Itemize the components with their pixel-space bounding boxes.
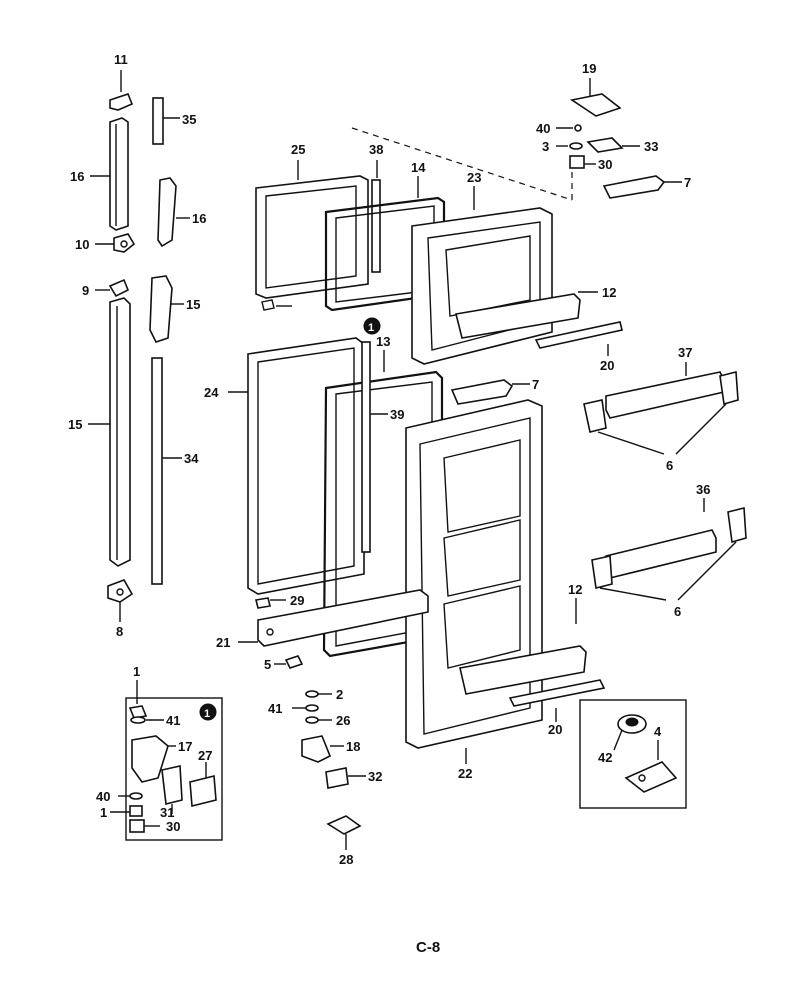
label-7: 7 [684, 175, 691, 190]
label-5: 5 [264, 657, 271, 672]
freezer-door-parts [255, 127, 623, 365]
label-6: 6 [674, 604, 681, 619]
label-36: 36 [696, 482, 710, 497]
label-25: 25 [291, 142, 305, 157]
label-20: 20 [600, 358, 614, 373]
left-column-parts [88, 70, 190, 622]
label-13: 13 [376, 334, 390, 349]
label-24: 24 [204, 385, 219, 400]
label-14: 14 [411, 160, 426, 175]
label-19: 19 [582, 61, 596, 76]
label-35: 35 [182, 112, 196, 127]
label-30: 30 [166, 819, 180, 834]
callout-marker-top: 1 [363, 317, 381, 335]
label-20: 20 [548, 722, 562, 737]
label-29: 29 [290, 593, 304, 608]
label-12: 12 [602, 285, 616, 300]
label-27: 27 [198, 748, 212, 763]
lower-hinge-box [110, 680, 223, 841]
label-42: 42 [598, 750, 612, 765]
label-11: 11 [114, 52, 128, 67]
label-12: 12 [568, 582, 582, 597]
fresh-food-door-parts [228, 337, 606, 764]
callout-marker-text: 1 [204, 708, 210, 720]
label-2: 2 [336, 687, 343, 702]
label-8: 8 [116, 624, 123, 639]
label-37: 37 [678, 345, 692, 360]
label-34: 34 [184, 451, 199, 466]
label-23: 23 [467, 170, 481, 185]
label-33: 33 [644, 139, 658, 154]
label-16: 16 [70, 169, 84, 184]
label-18: 18 [346, 739, 360, 754]
label-40: 40 [536, 121, 550, 136]
label-39: 39 [390, 407, 404, 422]
label-3: 3 [542, 139, 549, 154]
label-7: 7 [532, 377, 539, 392]
label-15: 15 [68, 417, 82, 432]
label-10: 10 [75, 237, 89, 252]
center-lower-parts [292, 690, 366, 850]
callout-marker-text: 1 [368, 322, 374, 334]
callout-marker-box: 1 [199, 703, 217, 721]
label-22: 22 [458, 766, 472, 781]
label-31: 31 [160, 805, 174, 820]
label-15: 15 [186, 297, 200, 312]
label-9: 9 [82, 283, 89, 298]
label-26: 26 [336, 713, 350, 728]
page-label: C-8 [416, 939, 440, 956]
label-30: 30 [598, 157, 612, 172]
label-41: 41 [166, 713, 180, 728]
label-4: 4 [654, 724, 662, 739]
label-28: 28 [339, 852, 353, 867]
label-1: 1 [133, 664, 140, 679]
label-40: 40 [96, 789, 110, 804]
shelf-bar-parts [583, 362, 747, 601]
upper-hinge-parts [556, 78, 682, 199]
label-21: 21 [216, 635, 230, 650]
callout-labels: 11 35 16 16 10 9 15 15 34 8 25 38 14 23 … [68, 52, 710, 867]
label-16: 16 [192, 211, 206, 226]
label-32: 32 [368, 769, 382, 784]
lower-right-box [579, 699, 687, 809]
label-17: 17 [178, 739, 192, 754]
label-6: 6 [666, 458, 673, 473]
label-38: 38 [369, 142, 383, 157]
label-1: 1 [100, 805, 107, 820]
label-41: 41 [268, 701, 282, 716]
